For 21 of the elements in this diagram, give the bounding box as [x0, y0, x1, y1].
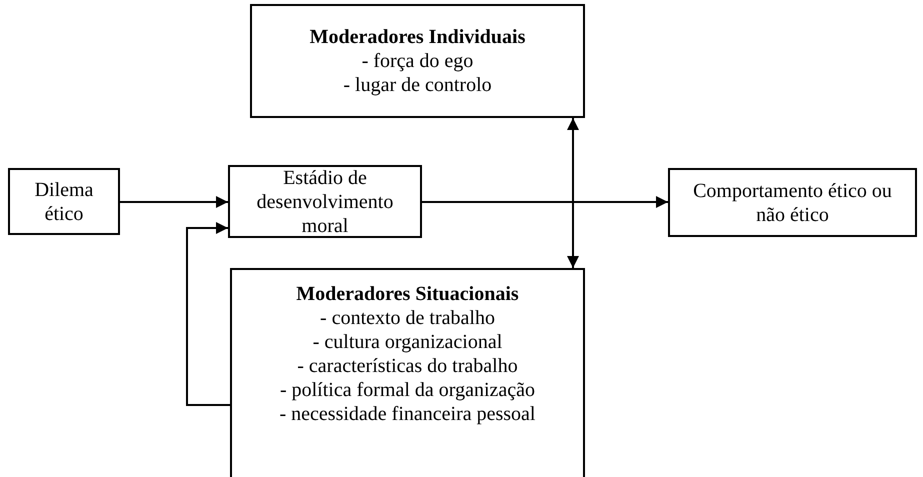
outcome-box	[668, 168, 917, 237]
arrow	[120, 196, 228, 208]
list-item: - necessidade financeira pessoal	[280, 402, 536, 426]
arrow	[422, 196, 668, 208]
moderator-box	[230, 268, 585, 477]
arrow	[567, 118, 579, 268]
list-item: - força do ego	[362, 49, 474, 73]
list-item: - política formal da organização	[280, 378, 536, 402]
box-label: Dilema ético	[34, 178, 94, 226]
moderator-box	[250, 4, 585, 118]
start-box	[8, 168, 120, 235]
box-heading: Moderadores Situacionais	[296, 282, 519, 306]
list-item: - cultura organizacional	[312, 330, 502, 354]
box-label: Estádio de desenvolvimento moral	[256, 166, 394, 238]
list-item: - lugar de controlo	[343, 73, 492, 97]
process-box	[228, 165, 422, 238]
list-item: - características do trabalho	[297, 354, 518, 378]
box-label: Comportamento ético ou não ético	[692, 178, 893, 226]
list-item: - contexto de trabalho	[320, 306, 495, 330]
arrow	[186, 222, 230, 406]
box-heading: Moderadores Individuais	[310, 25, 526, 49]
